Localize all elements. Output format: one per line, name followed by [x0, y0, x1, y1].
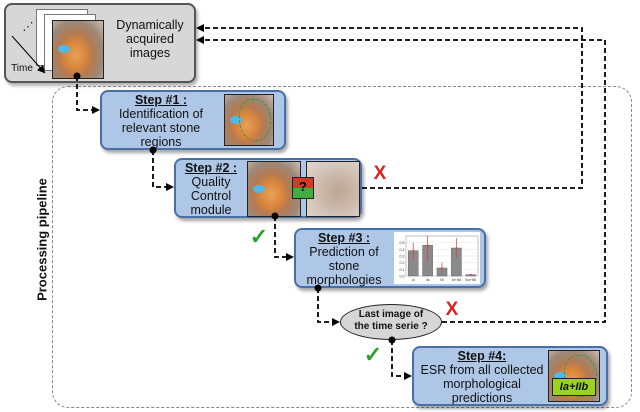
step2-line3: module	[190, 203, 232, 217]
step1-title: Step #1 :	[134, 93, 188, 107]
ureter-blue-marker	[58, 44, 70, 53]
step4-line3: predictions	[451, 391, 513, 405]
rejected-image-step2	[306, 161, 360, 217]
decision-line1: Last image of	[358, 309, 424, 320]
step1-line1: Identification of	[118, 107, 204, 121]
quality-badge	[292, 177, 314, 199]
acquired-line1: Dynamically	[116, 18, 184, 32]
chart-ytick-label: 0.5	[400, 241, 405, 245]
esr-result-badge	[552, 378, 596, 396]
step4-line2: morphological	[443, 377, 521, 391]
chart-mean-point	[469, 273, 472, 276]
chart-category-label: IIb	[440, 278, 444, 282]
time-axis	[11, 35, 46, 74]
processing-pipeline-container	[52, 86, 632, 408]
region-outline-green	[239, 99, 272, 141]
connector-dot	[149, 146, 157, 154]
ureter-blue-marker	[229, 116, 242, 124]
chart-ytick-label: 0.1	[400, 268, 405, 272]
decision-line2: the time serie ?	[354, 321, 428, 332]
accept-check-step2: ✓	[249, 224, 269, 249]
chart-ytick-label: 0.4	[400, 248, 405, 252]
arrow-step2-reject-loop	[196, 24, 583, 189]
step4-title: Step #4:	[457, 349, 507, 363]
time-label: Time	[11, 63, 33, 74]
dots-glyph: ⋰	[22, 21, 34, 33]
step1-line2: relevant stone	[121, 121, 201, 135]
arrow-step2-to-step3	[274, 216, 294, 261]
step2-line1: Quality	[191, 175, 231, 189]
chart-mean-point	[455, 247, 458, 249]
step3-title: Step #3 :	[317, 231, 371, 245]
arrow-acquired-to-step1	[76, 76, 100, 114]
chart-mean-point	[441, 267, 443, 269]
step3-line2: stone	[328, 259, 360, 273]
region-outline-green	[564, 355, 597, 397]
step3-line3: morphologies	[306, 273, 382, 287]
connector-dot	[73, 72, 81, 80]
acquired-line2: acquired	[126, 32, 174, 46]
step4-line1: ESR from all collected	[420, 363, 544, 377]
step2-line2: Control	[190, 189, 232, 203]
chart-ytick-label: 0.3	[400, 255, 405, 259]
chart-mean-point	[426, 244, 429, 247]
chart-category-label: Ia	[412, 278, 415, 282]
chart-category-label: IIa	[426, 278, 430, 282]
arrow-decision-no-loop	[196, 36, 606, 323]
chart-category-label: IIIa+IIIb	[465, 278, 476, 282]
acquired-line3: images	[129, 46, 171, 60]
connector-dot	[271, 212, 279, 220]
step1-line3: regions	[140, 135, 182, 149]
arrow-decision-to-step4	[391, 340, 412, 380]
connector-dot	[388, 336, 396, 344]
chart-ytick-label: 0.0	[400, 275, 405, 279]
stone-image-step1	[224, 94, 274, 146]
quality-badge-mark: ?	[299, 179, 307, 194]
step3-line1: Prediction of	[309, 245, 379, 259]
reject-cross-decision: X	[445, 299, 459, 320]
arrow-step1-to-step2	[152, 150, 174, 191]
esr-result-label: Ia+IIb	[559, 381, 589, 393]
connector-dot	[314, 284, 322, 292]
chart-category-label: IIc+IIId	[452, 278, 462, 282]
ureter-blue-marker	[253, 184, 266, 193]
chart-mean-point	[412, 249, 415, 252]
reject-cross-step2: X	[373, 163, 387, 184]
step2-title: Step #2 :	[184, 161, 238, 175]
arrow-step3-to-decision	[317, 288, 340, 326]
stone-image-acquired	[52, 20, 104, 79]
accept-check-decision: ✓	[363, 342, 383, 367]
ureter-blue-marker	[554, 372, 566, 380]
chart-ytick-label: 0.2	[400, 261, 405, 265]
